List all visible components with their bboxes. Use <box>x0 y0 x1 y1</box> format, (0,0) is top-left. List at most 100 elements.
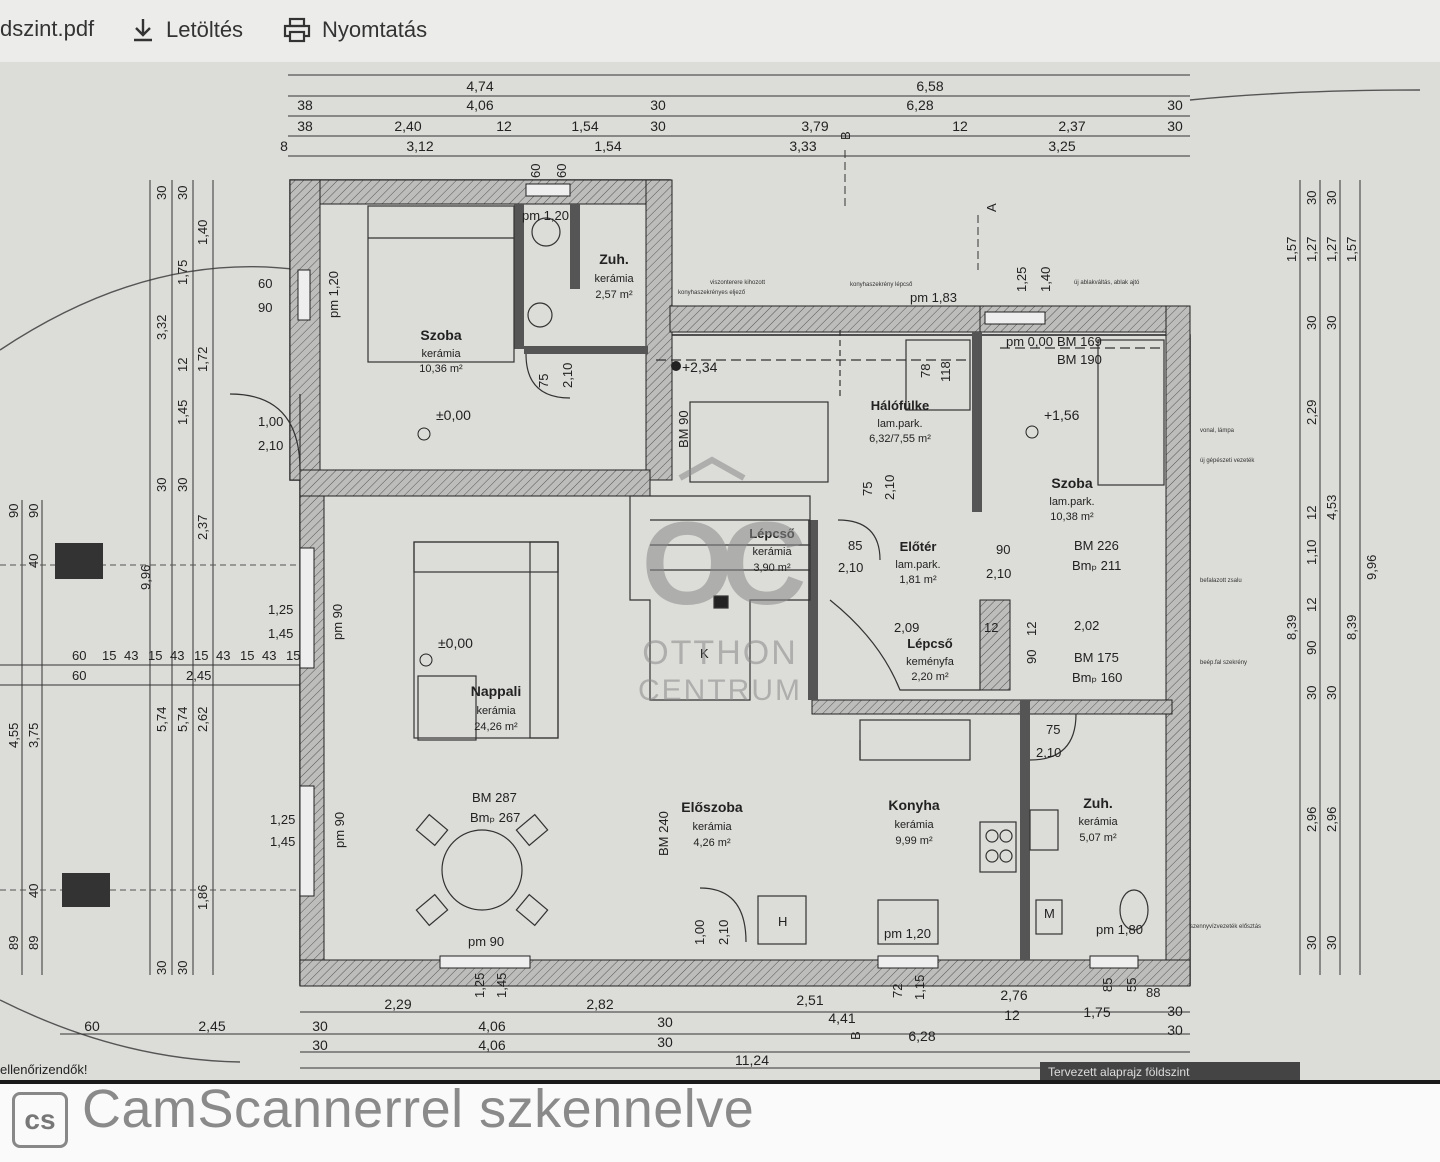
left-dim: 1,40 <box>195 220 210 245</box>
opening-label: 1,25 <box>268 602 293 617</box>
right-dim: 30 <box>1304 191 1319 205</box>
left-dims: 30 30 1,40 1,75 3,32 12 1,72 1,45 30 30 … <box>6 186 210 975</box>
shower-tray <box>905 339 971 411</box>
opening-label: pm 0,00 <box>1006 334 1053 349</box>
opening-label: 55 <box>1124 978 1139 992</box>
opening-label: 1,45 <box>268 626 293 641</box>
svg-text:Konyha: Konyha <box>888 797 940 813</box>
left-side-dim: 2,45 <box>186 668 211 683</box>
left-side-dim: 40 <box>26 884 41 898</box>
opening-label: BM 169 <box>1057 334 1102 349</box>
svg-text:lam.park.: lam.park. <box>877 418 922 430</box>
camscanner-logo-text: cs <box>24 1104 56 1135</box>
small-note: új ablakváltás, ablak ajtó <box>1074 280 1140 286</box>
svg-text:Előtér: Előtér <box>900 539 937 554</box>
opening-label: 2,10 <box>838 560 863 575</box>
left-side-dim: 90 <box>6 504 21 518</box>
left-side-dim: 89 <box>6 936 21 950</box>
opening-label: 75 <box>536 374 551 388</box>
svg-text:Lépcső: Lépcső <box>907 636 953 651</box>
bottom-dim: 4,06 <box>478 1018 505 1034</box>
small-note: konyhaszekrényes eljező <box>678 290 746 296</box>
level-markers: ±0,00 ±0,00 +2,34 +1,56 <box>417 359 1080 667</box>
opening-label: 85 <box>848 538 862 553</box>
otthon-centrum-watermark: OC OTTHON CENTRUM <box>638 456 815 707</box>
svg-text:lam.park.: lam.park. <box>1049 496 1094 508</box>
top-dim: 12 <box>496 118 512 134</box>
bottom-dim: 12 <box>1004 1007 1020 1023</box>
svg-text:Zuh.: Zuh. <box>1083 795 1113 811</box>
svg-text:kerámia: kerámia <box>594 273 634 285</box>
top-dim: 4,74 <box>466 78 493 94</box>
bottom-dim: 2,76 <box>1000 987 1027 1003</box>
left-side-dim: 40 <box>26 554 41 568</box>
toilet <box>531 217 561 247</box>
opening-label: Bmₚ 267 <box>470 810 520 825</box>
left-side-dim: 15 <box>102 648 116 663</box>
opening-label: 2,10 <box>560 363 575 388</box>
level-text: +1,56 <box>1044 407 1080 423</box>
left-side-dim: 15 <box>148 648 162 663</box>
bottom-dim: 6,28 <box>908 1028 935 1044</box>
left-side-dim: 60 <box>72 668 86 683</box>
svg-text:kerámia: kerámia <box>421 348 461 360</box>
opening-label: 88 <box>1146 985 1160 1000</box>
opening-label: 1,25 <box>1014 267 1029 292</box>
small-note: konyhaszekrény lépcső <box>850 282 913 288</box>
top-dim: 3,79 <box>801 118 828 134</box>
top-dim: 1,54 <box>594 138 621 154</box>
watermark-line1: OTTHON <box>642 634 798 672</box>
top-dim: 6,58 <box>916 78 943 94</box>
download-icon <box>134 19 152 42</box>
download-label: Letöltés <box>166 17 244 42</box>
bottom-dim: 30 <box>312 1037 328 1053</box>
opening-label: pm 1,20 <box>522 208 569 223</box>
print-button[interactable]: Nyomtatás <box>282 16 427 44</box>
svg-text:kerámia: kerámia <box>894 819 934 831</box>
level-marker-icon <box>417 427 431 441</box>
opening-label: 2,10 <box>882 475 897 500</box>
camscanner-watermark-text: CamScannerrel szkennelve <box>82 1079 755 1139</box>
svg-text:10,36 m²: 10,36 m² <box>419 363 463 375</box>
top-dim-row3: 38 2,40 12 1,54 30 3,79 12 2,37 30 <box>297 118 1183 134</box>
download-button[interactable]: Letöltés <box>130 16 243 44</box>
svg-text:lam.park.: lam.park. <box>895 559 940 571</box>
print-label: Nyomtatás <box>322 17 428 42</box>
right-dim: 8,39 <box>1284 615 1299 640</box>
opening-label: 1,45 <box>270 834 295 849</box>
section-mark: A <box>984 203 999 212</box>
level-marker-icon <box>419 653 433 667</box>
top-dim: 3,33 <box>789 138 816 154</box>
dining-table <box>441 829 523 911</box>
svg-text:5,07 m²: 5,07 m² <box>1079 832 1117 844</box>
opening-label: Bmₚ 160 <box>1072 670 1122 685</box>
left-side-dim: 15 <box>286 648 300 663</box>
opening-label: 1,25 <box>472 973 487 998</box>
right-dim: 90 <box>1304 641 1319 655</box>
watermark-monogram: OC <box>642 498 804 630</box>
bed <box>367 205 515 363</box>
svg-text:Hálófülke: Hálófülke <box>871 398 930 413</box>
left-dim: 1,45 <box>175 400 190 425</box>
right-dim: 30 <box>1304 686 1319 700</box>
left-dim: 1,86 <box>195 885 210 910</box>
left-dim: 12 <box>175 358 190 372</box>
svg-text:9,99 m²: 9,99 m² <box>895 835 933 847</box>
camscanner-footer: cs CamScannerrel szkennelve <box>0 1079 1440 1162</box>
right-dim: 1,27 <box>1304 237 1319 262</box>
right-dim: 12 <box>1304 598 1319 612</box>
title-block <box>1040 1062 1300 1080</box>
opening-label: BM 240 <box>656 811 671 856</box>
building-walls <box>289 179 1191 987</box>
opening-label: pm 1,80 <box>1096 922 1143 937</box>
left-dim: 3,32 <box>154 315 169 340</box>
svg-text:Nappali: Nappali <box>471 683 522 699</box>
opening-label: 60 <box>258 276 272 291</box>
stove <box>979 821 1017 873</box>
svg-text:Előszoba: Előszoba <box>681 799 743 815</box>
section-marks: B A B <box>838 131 999 1040</box>
left-dim: 2,37 <box>195 515 210 540</box>
